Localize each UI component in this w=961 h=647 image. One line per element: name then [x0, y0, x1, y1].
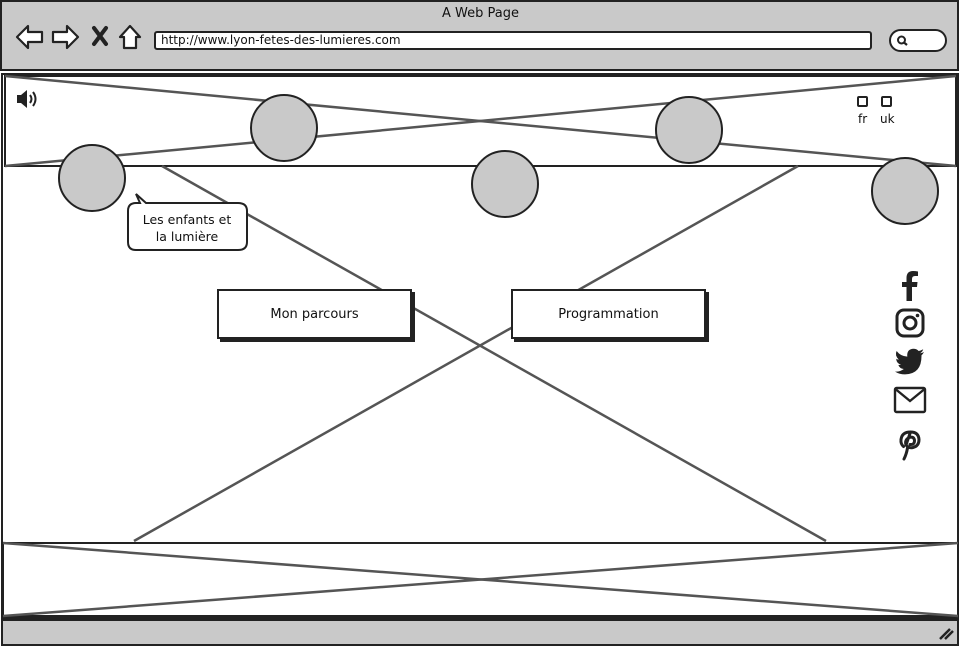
speech-bubble-line-1: Les enfants et [142, 212, 232, 227]
home-icon[interactable] [118, 24, 142, 50]
nav-circle-5[interactable] [871, 157, 939, 225]
nav-circle-2[interactable] [250, 94, 318, 162]
twitter-icon[interactable] [893, 344, 927, 378]
nav-circle-1[interactable] [58, 144, 126, 212]
pinterest-icon[interactable] [893, 428, 927, 462]
mail-icon[interactable] [893, 383, 927, 417]
nav-buttons [15, 24, 142, 50]
resize-grip-icon[interactable] [937, 625, 955, 641]
back-arrow-icon[interactable] [15, 24, 44, 50]
forward-arrow-icon[interactable] [51, 24, 80, 50]
speaker-icon[interactable] [15, 88, 41, 110]
browser-search[interactable] [889, 29, 947, 52]
programmation-button[interactable]: Programmation [511, 289, 706, 339]
lang-label-fr[interactable]: fr [858, 112, 868, 126]
speech-bubble-text: Les enfants et la lumière [128, 211, 246, 245]
lang-label-uk[interactable]: uk [880, 112, 895, 126]
lang-checkbox-uk[interactable] [881, 96, 892, 107]
speech-bubble-line-2: la lumière [155, 229, 219, 244]
main-image-placeholder [133, 164, 827, 543]
close-icon[interactable] [92, 26, 108, 46]
url-input[interactable]: http://www.lyon-fetes-des-lumieres.com [154, 31, 872, 50]
facebook-icon[interactable] [893, 269, 927, 303]
status-bar [1, 619, 959, 646]
mon-parcours-button[interactable]: Mon parcours [217, 289, 412, 339]
instagram-icon[interactable] [893, 306, 927, 340]
lang-checkbox-fr[interactable] [857, 96, 868, 107]
nav-circle-3[interactable] [471, 150, 539, 218]
nav-circle-4[interactable] [655, 96, 723, 164]
search-icon [897, 35, 908, 46]
page-viewport [1, 73, 959, 619]
footer-placeholder [2, 541, 959, 618]
speech-bubble [127, 193, 248, 251]
header-banner-placeholder [4, 74, 957, 168]
window-title: A Web Page [442, 6, 519, 21]
